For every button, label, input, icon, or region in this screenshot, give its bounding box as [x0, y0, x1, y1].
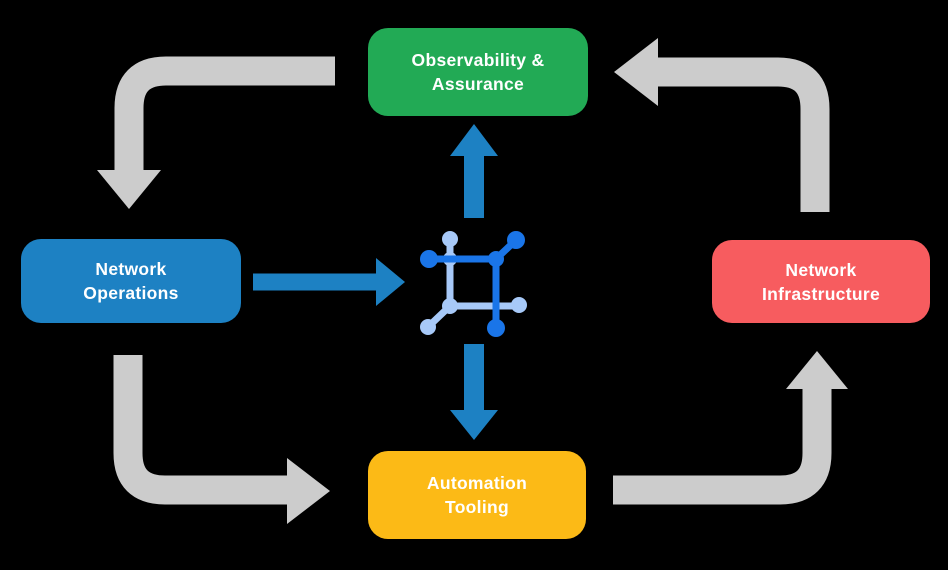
- arrow-hub-to-automation: [450, 344, 498, 440]
- node-label-line2: Infrastructure: [762, 283, 880, 304]
- node-label-line2: Operations: [83, 283, 179, 303]
- node-label-line2: Tooling: [445, 497, 509, 517]
- node-network-operations: Network Operations: [21, 239, 241, 323]
- node-label-line1: Network: [95, 259, 167, 279]
- arrow-hub-to-observability: [450, 124, 498, 218]
- node-observability-assurance: Observability & Assurance: [368, 28, 588, 116]
- arrow-observability-to-operations: [97, 56, 335, 209]
- node-label-line1: Automation: [426, 473, 528, 493]
- node-label-line1: Network: [785, 259, 857, 280]
- node-network-infrastructure: Network Infrastructure: [712, 240, 930, 323]
- node-automation-tooling: Automation Tooling: [368, 451, 586, 539]
- arrow-operations-to-automation: [113, 355, 330, 524]
- network-mesh-icon: [420, 231, 527, 337]
- arrow-infrastructure-to-observability: [614, 38, 830, 212]
- node-label-line2: Assurance: [431, 74, 525, 94]
- arrow-automation-to-infrastructure: [613, 351, 848, 505]
- arrow-operations-to-hub: [253, 258, 405, 306]
- node-label-line1: Observability &: [411, 50, 545, 70]
